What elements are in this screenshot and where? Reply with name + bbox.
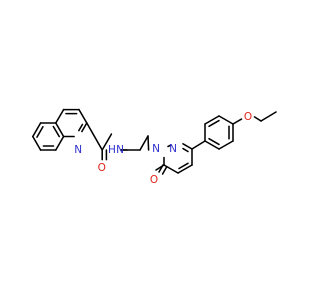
bond — [218, 140, 234, 150]
quinoline-pyridine-ring — [55, 108, 88, 138]
carbonyl-bond — [158, 164, 164, 173]
pyridazinone-carbonyl — [158, 164, 168, 175]
pyridazinone-phenyl-link — [191, 140, 206, 150]
bond — [32, 122, 42, 138]
ethylene-linker — [120, 135, 150, 151]
bond — [253, 116, 262, 122]
molecule-canvas: N O N H N N O O — [32, 108, 277, 186]
bond — [191, 140, 206, 150]
quinoline-nitrogen-label: N — [74, 144, 82, 156]
double-bond-inner — [52, 125, 60, 138]
ether-oxygen-label: O — [244, 111, 252, 123]
bond — [32, 135, 42, 151]
pyridazinone-n2-label: N — [169, 143, 177, 155]
bond — [232, 118, 243, 125]
ketone-oxygen-label: O — [150, 174, 158, 186]
double-bond-inner — [182, 147, 189, 153]
phenyl-ring — [204, 115, 234, 150]
bond — [86, 122, 103, 151]
bond — [177, 164, 193, 174]
bond — [260, 111, 277, 122]
amide-hydrogen-label: H — [108, 144, 116, 156]
molecule-structure: N O N H N N O O — [32, 108, 277, 186]
ethoxy-group — [232, 111, 277, 125]
bond — [204, 115, 220, 125]
double-bond-inner — [178, 162, 189, 170]
bond — [55, 108, 65, 124]
bond — [78, 108, 88, 124]
carbonyl-bond — [161, 166, 168, 175]
pyridazinone-n1-label: N — [152, 143, 160, 155]
atom-labels: N O N H N N O O — [74, 111, 252, 186]
bond — [147, 135, 150, 151]
amide-nitrogen-label: N — [116, 144, 124, 156]
bond — [139, 135, 149, 151]
double-bond-inner — [78, 123, 84, 132]
double-bond-inner — [36, 126, 44, 138]
bond — [81, 122, 88, 133]
amide-oxygen-label: O — [98, 162, 106, 174]
bond — [218, 115, 234, 125]
bond — [167, 144, 172, 148]
bond — [182, 143, 193, 150]
bond — [101, 133, 113, 151]
double-bond-inner — [208, 137, 220, 146]
bond — [55, 135, 65, 151]
double-bond-inner — [208, 119, 220, 128]
bond — [55, 122, 65, 138]
quinoline-benzo-ring — [32, 122, 65, 151]
bond — [204, 140, 220, 150]
